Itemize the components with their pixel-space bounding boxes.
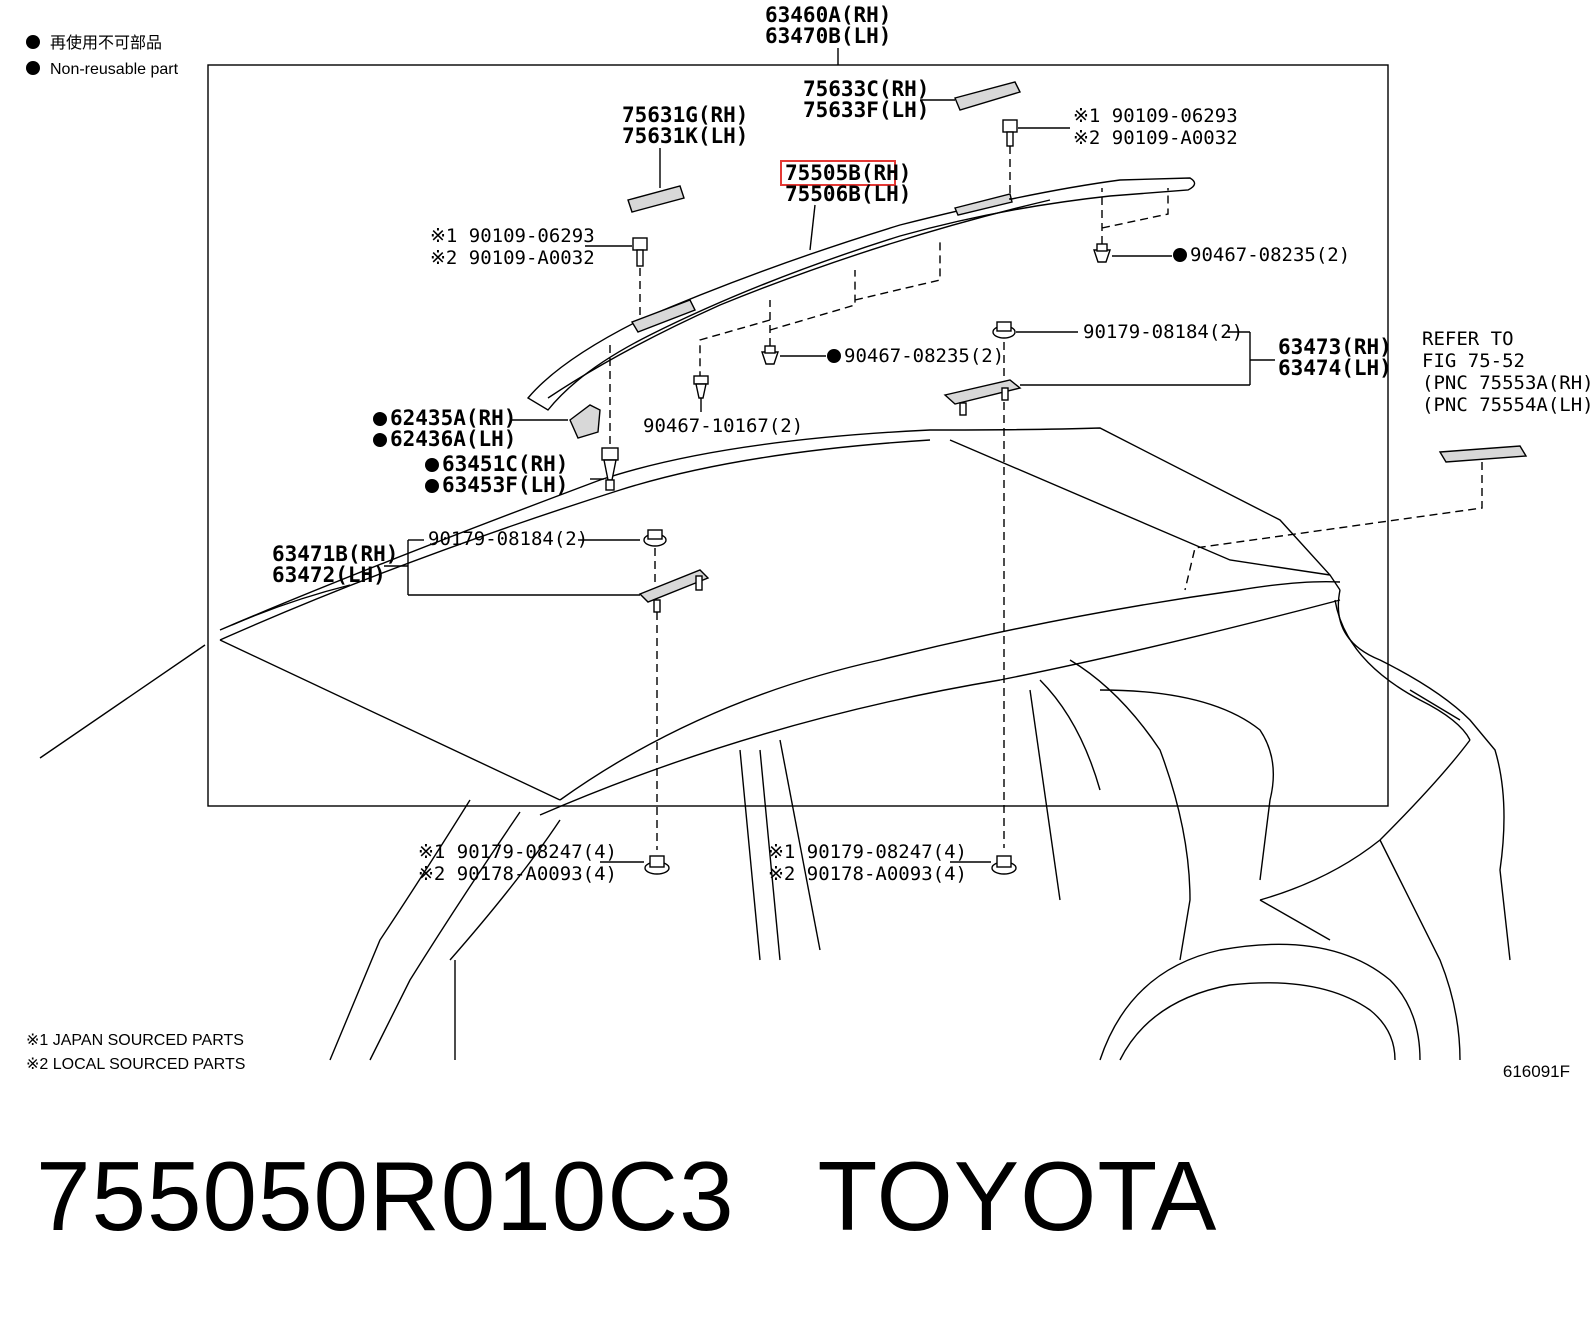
legend-bullet-icon (26, 61, 40, 75)
label-l90109b: ※2 90109-A0032 (430, 247, 595, 269)
bracket-63473-part (943, 379, 1022, 416)
assembly-frame (207, 64, 1389, 807)
note-japan-sourced: ※1 JAPAN SOURCED PARTS (26, 1032, 244, 1049)
label-75633f: 75633F(LH) (803, 98, 929, 122)
label-63453f: 63453F(LH) (442, 473, 568, 497)
cover-75633-part (954, 81, 1021, 111)
label-63451c: 63451C(RH) (442, 452, 568, 476)
note-local-sourced: ※2 LOCAL SOURCED PARTS (26, 1056, 245, 1073)
clip-icon (693, 375, 709, 399)
label-62436a: 62436A(LH) (390, 427, 516, 451)
refer-line-4: (PNC 75554A(LH)) (1422, 394, 1592, 416)
non-reusable-bullet-icon (373, 433, 387, 447)
legend-jp: 再使用不可部品 (50, 34, 162, 52)
part-number-title: 755050R010C3 TOYOTA (36, 1141, 1218, 1251)
clip-63451-part (601, 447, 619, 491)
bracket-63471-part (638, 569, 710, 613)
refer-cover-part (1438, 445, 1528, 463)
bolt-icon (632, 237, 648, 267)
refer-line-2: FIG 75-52 (1422, 350, 1525, 372)
label-90467-bottom: 90467-10167(2) (643, 415, 803, 437)
label-75631k: 75631K(LH) (622, 124, 748, 148)
label-75506b: 75506B(LH) (785, 182, 911, 206)
label-63474: 63474(LH) (1278, 356, 1392, 380)
label-62435a: 62435A(RH) (390, 406, 516, 430)
label-90467-middle: 90467-08235(2) (844, 345, 1004, 367)
label-bottom-right-2: ※2 90178-A0093(4) (768, 863, 967, 885)
label-bottom-right-1: ※1 90179-08247(4) (768, 841, 967, 863)
non-reusable-bullet-icon (1173, 248, 1187, 262)
label-75505b: 75505B(RH) (785, 161, 911, 185)
label-63470b: 63470B(LH) (765, 24, 891, 48)
label-90467-right: 90467-08235(2) (1190, 244, 1350, 266)
label-l90109a: ※1 90109-06293 (430, 225, 595, 247)
label-63460a: 63460A(RH) (765, 3, 891, 27)
end-cap-part (569, 404, 601, 439)
clip-icon (761, 345, 779, 365)
legend-en: Non-reusable part (50, 61, 179, 78)
nut-icon (991, 855, 1017, 875)
nut-icon (644, 855, 670, 875)
label-90179-left: 90179-08184(2) (428, 528, 588, 550)
legend-bullet-icon (26, 35, 40, 49)
non-reusable-bullet-icon (373, 412, 387, 426)
non-reusable-bullet-icon (425, 458, 439, 472)
label-90179-right: 90179-08184(2) (1083, 321, 1243, 343)
non-reusable-bullet-icon (425, 479, 439, 493)
bolt-icon (1002, 119, 1018, 147)
label-r90109a: ※1 90109-06293 (1073, 105, 1238, 127)
cover-75631-part (627, 185, 685, 213)
label-63473: 63473(RH) (1278, 335, 1392, 359)
roof-rail-part (526, 177, 1196, 411)
label-bottom-left-2: ※2 90178-A0093(4) (418, 863, 617, 885)
non-reusable-bullet-icon (827, 349, 841, 363)
label-75633c: 75633C(RH) (803, 77, 929, 101)
vehicle-body-outline (39, 427, 1511, 1061)
nut-icon (992, 321, 1016, 339)
label-63471b: 63471B(RH) (272, 542, 398, 566)
nut-icon (643, 529, 667, 547)
label-bottom-left-1: ※1 90179-08247(4) (418, 841, 617, 863)
refer-line-1: REFER TO (1422, 328, 1514, 350)
label-63472: 63472(LH) (272, 563, 386, 587)
label-75631g: 75631G(RH) (622, 103, 748, 127)
label-r90109b: ※2 90109-A0032 (1073, 127, 1238, 149)
clip-icon (1093, 243, 1111, 263)
refer-line-3: (PNC 75553A(RH)) (1422, 372, 1592, 394)
drawing-code: 616091F (1502, 1062, 1570, 1081)
highlight-box (780, 160, 896, 186)
